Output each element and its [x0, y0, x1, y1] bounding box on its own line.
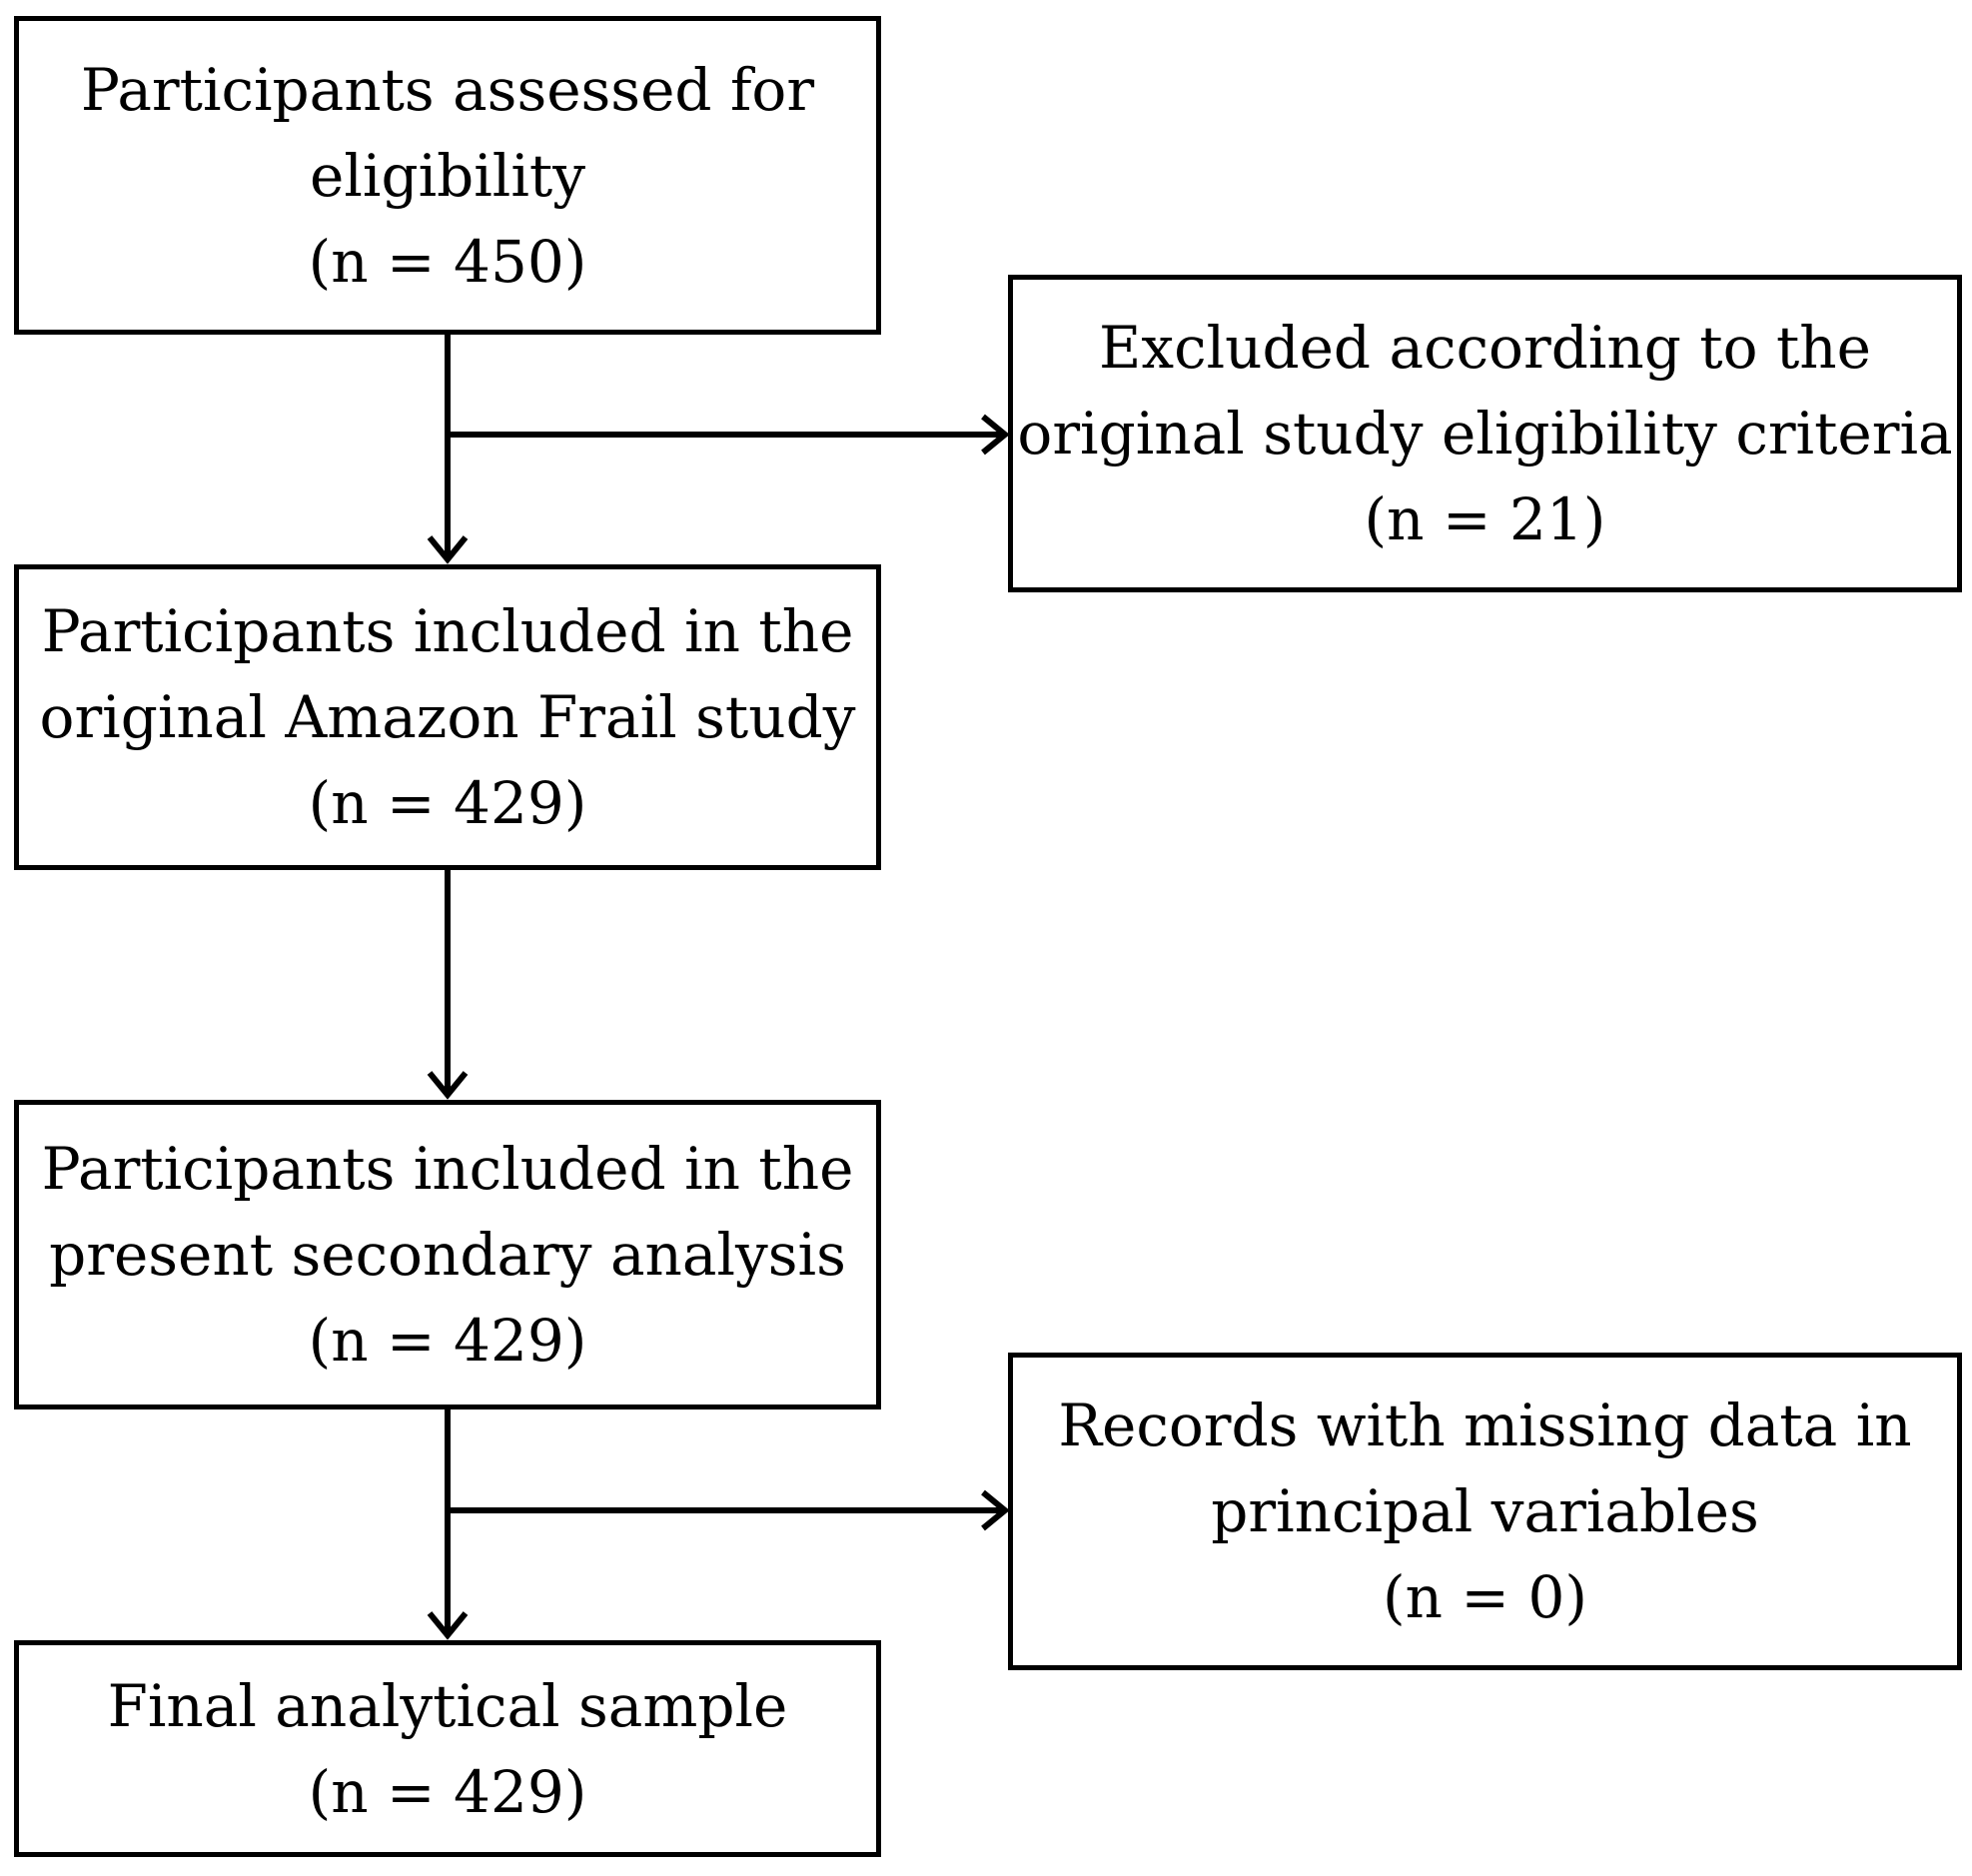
node-missing-data-count: (n = 0) — [1383, 1563, 1587, 1631]
node-missing-data-line-1: Records with missing data in — [1058, 1392, 1912, 1459]
node-excluded-count: (n = 21) — [1364, 485, 1606, 553]
node-original-study-line-1: Participants included in the — [41, 597, 854, 665]
node-assessed-line-2: eligibility — [310, 141, 585, 210]
node-final-sample: Final analytical sample (n = 429) — [14, 1640, 881, 1857]
node-secondary-analysis-count: (n = 429) — [308, 1307, 587, 1375]
node-assessed: Participants assessed for eligibility (n… — [14, 16, 881, 335]
node-original-study-line-2: original Amazon Frail study — [39, 683, 856, 751]
node-assessed-line-1: Participants assessed for — [80, 55, 815, 124]
arrowhead-missing-data — [981, 1489, 1010, 1531]
node-secondary-analysis: Participants included in the present sec… — [14, 1100, 881, 1409]
node-original-study-count: (n = 429) — [308, 769, 587, 837]
node-excluded: Excluded according to the original study… — [1008, 275, 1962, 592]
arrowhead-excluded — [981, 414, 1010, 456]
node-original-study: Participants included in the original Am… — [14, 564, 881, 870]
node-secondary-analysis-line-2: present secondary analysis — [49, 1221, 846, 1289]
node-final-sample-count: (n = 429) — [308, 1757, 587, 1826]
node-missing-data: Records with missing data in principal v… — [1008, 1353, 1962, 1670]
node-secondary-analysis-line-1: Participants included in the — [41, 1135, 854, 1203]
arrowhead-original-study — [427, 535, 469, 564]
node-final-sample-line-1: Final analytical sample — [107, 1671, 788, 1740]
arrowhead-final-sample — [427, 1611, 469, 1640]
node-excluded-line-1: Excluded according to the — [1099, 314, 1871, 382]
node-missing-data-line-2: principal variables — [1211, 1477, 1759, 1545]
arrowhead-secondary-analysis — [427, 1071, 469, 1100]
node-assessed-count: (n = 450) — [308, 227, 587, 296]
node-excluded-line-2: original study eligibility criteria — [1017, 400, 1953, 468]
